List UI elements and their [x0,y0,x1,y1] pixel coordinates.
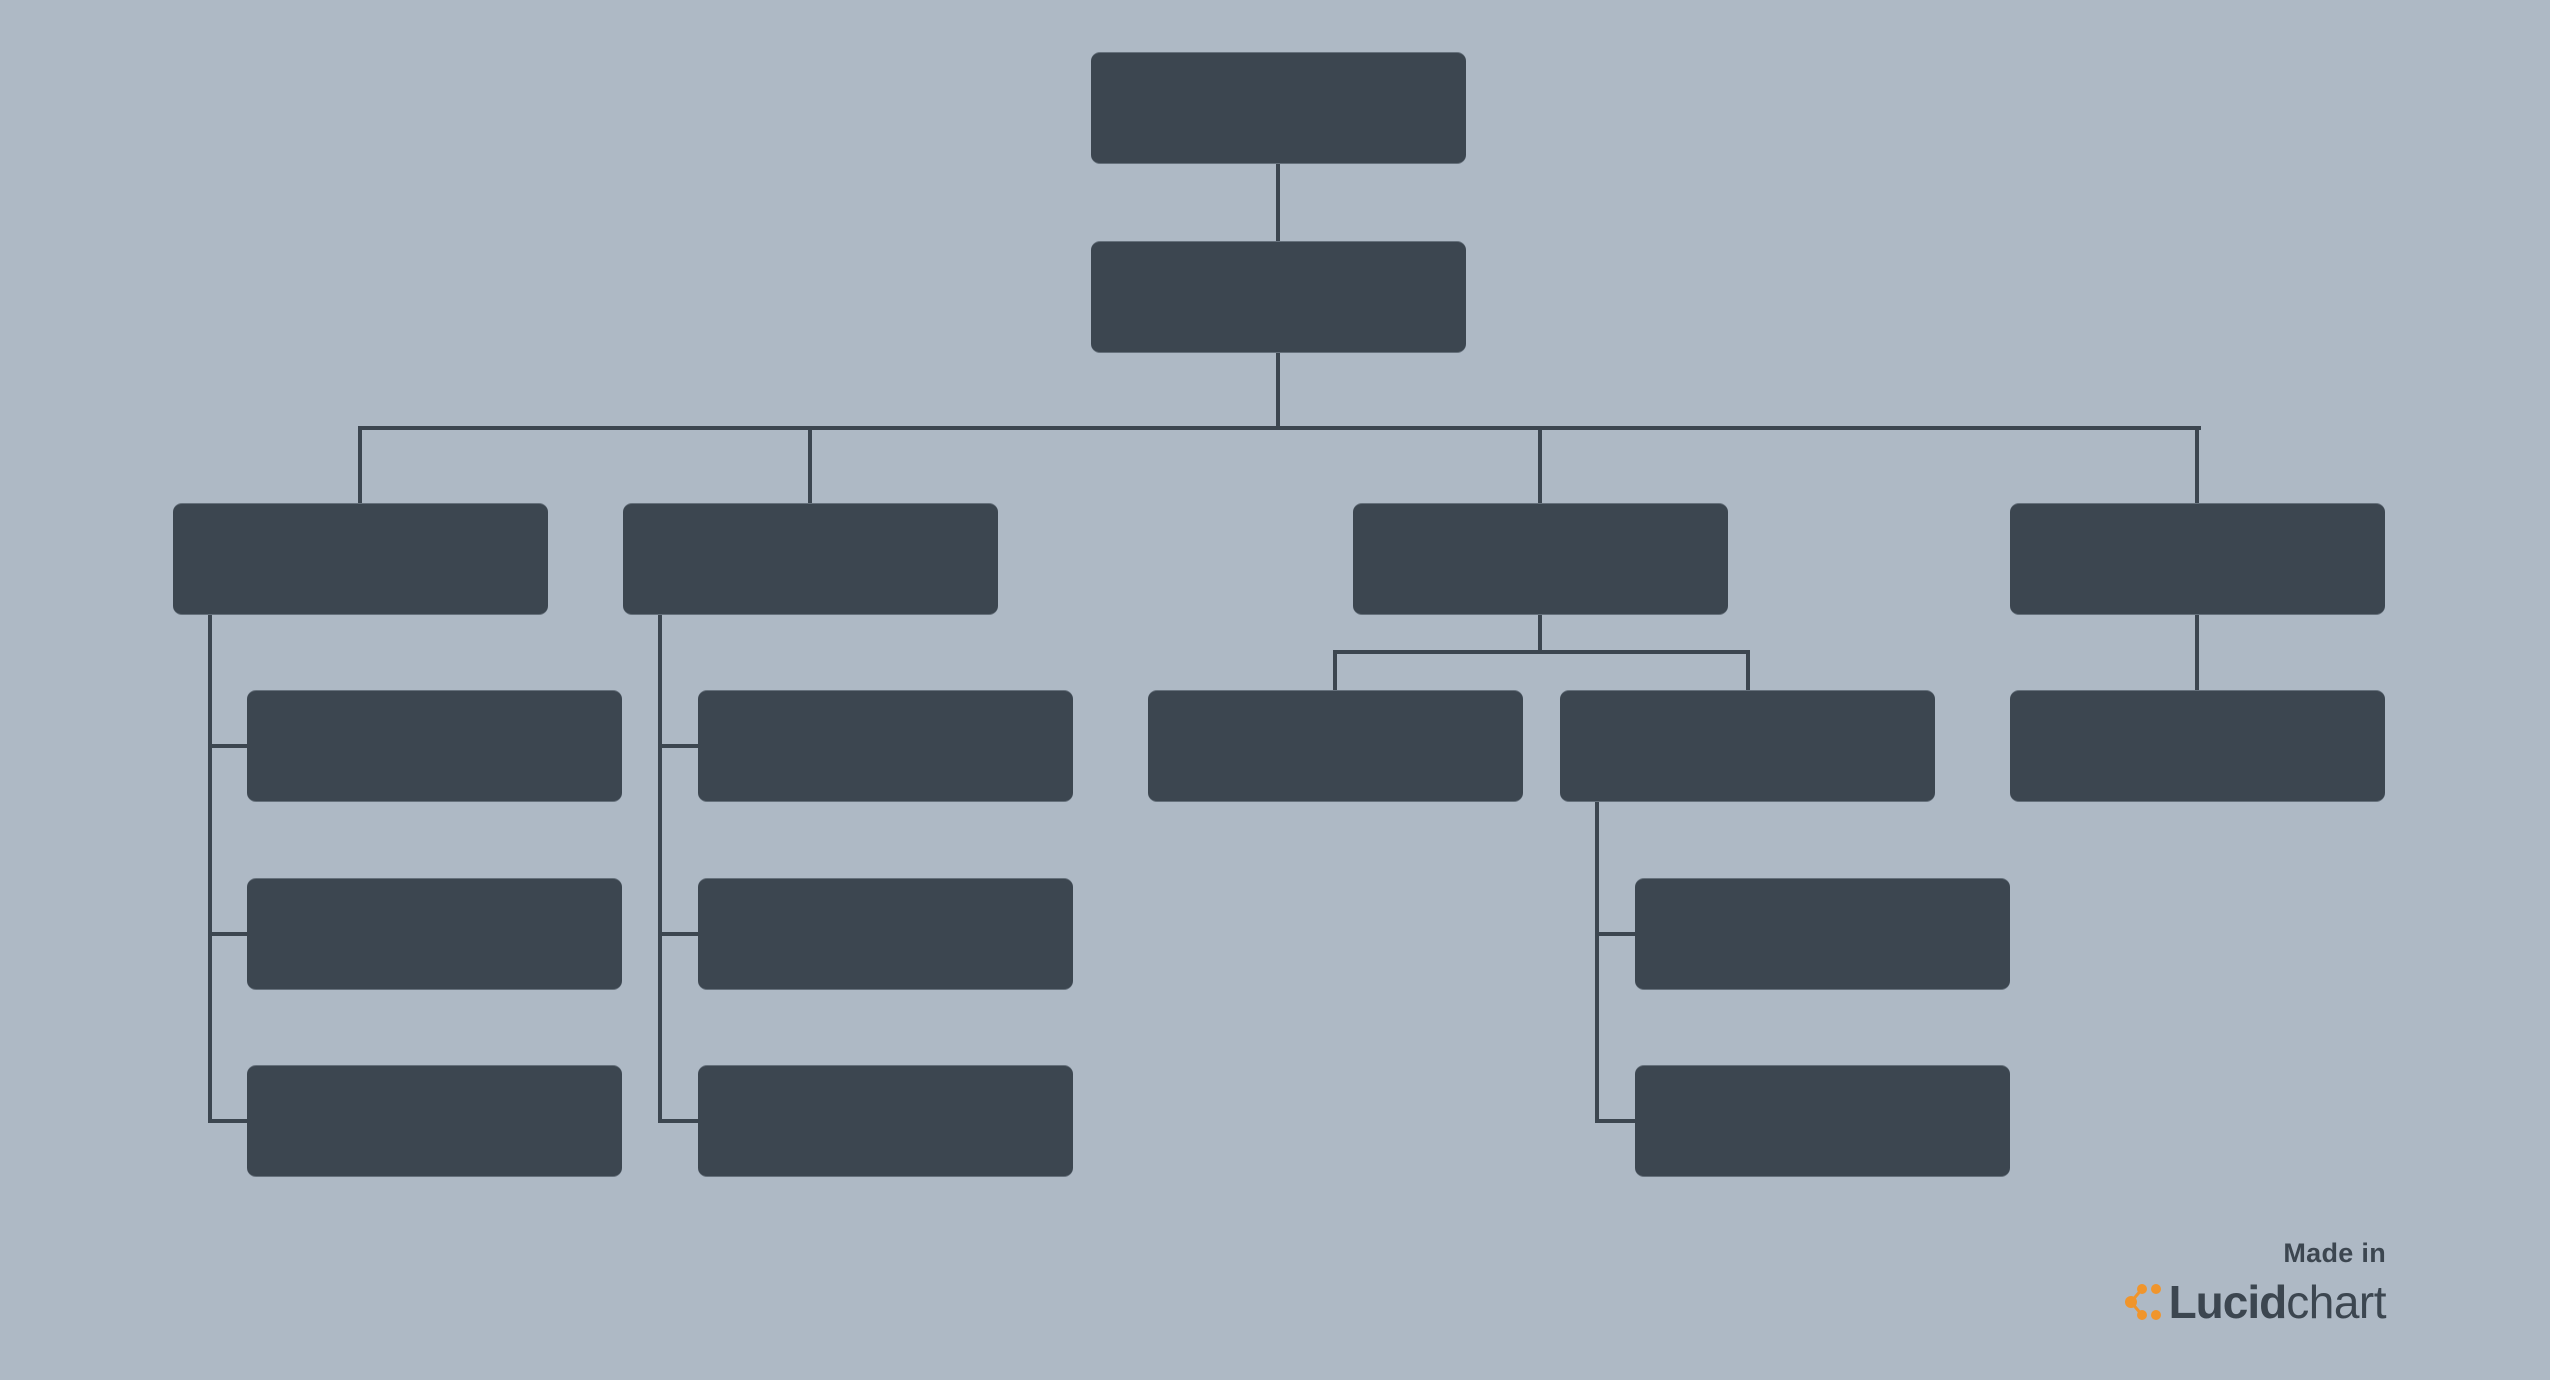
connector-branch-3-child-1 [1333,650,1337,690]
connector-root-level1 [1276,164,1280,241]
connector-branch-2 [808,426,812,503]
node-branch-2[interactable] [623,503,998,615]
node-branch-1-child-2[interactable] [247,878,622,990]
node-root[interactable] [1091,52,1466,164]
connector-level1-bus [1276,353,1280,430]
node-branch-3-child-2-sub-2[interactable] [1635,1065,2010,1177]
node-level1[interactable] [1091,241,1466,353]
node-branch-3-child-2-sub-1[interactable] [1635,878,2010,990]
connector-branch-3-down [1538,615,1542,653]
connector-branch-3-child-2 [1746,650,1750,690]
connector-branch-3-sub-1 [1595,932,1635,936]
connector-branch-3-bus [1333,650,1750,654]
connector-branch-3-sub-2 [1595,1119,1635,1123]
connector-branch-4-child [2195,615,2199,690]
connector-branch-2-child-2 [658,932,698,936]
node-branch-2-child-2[interactable] [698,878,1073,990]
node-branch-1[interactable] [173,503,548,615]
node-branch-2-child-1[interactable] [698,690,1073,802]
node-branch-4[interactable] [2010,503,2385,615]
connector-branch-2-child-1 [658,744,698,748]
node-branch-2-child-3[interactable] [698,1065,1073,1177]
node-branch-1-child-3[interactable] [247,1065,622,1177]
node-branch-3-child-2[interactable] [1560,690,1935,802]
connector-branch-1-child-3 [208,1119,247,1123]
connector-branch-4 [2195,426,2199,503]
node-branch-4-child-1[interactable] [2010,690,2385,802]
connector-branch-2-side [658,615,662,1123]
connector-branch-2-child-3 [658,1119,698,1123]
node-branch-3[interactable] [1353,503,1728,615]
connector-branch-1-child-1 [208,744,247,748]
connector-branch-1-side [208,615,212,1123]
lucidchart-logo-icon [2124,1284,2161,1320]
made-in-label: Made in [2283,1238,2386,1268]
connector-branch-3 [1538,426,1542,503]
brand-lucid: Lucid [2168,1276,2288,1328]
connector-branch-1-child-2 [208,932,247,936]
connector-branch-3-child-2-side [1595,802,1599,1123]
node-branch-3-child-1[interactable] [1148,690,1523,802]
connector-branch-1 [358,426,362,503]
connector-bus-main [358,426,2201,430]
brand-chart: chart [2286,1276,2386,1328]
node-branch-1-child-1[interactable] [247,690,622,802]
